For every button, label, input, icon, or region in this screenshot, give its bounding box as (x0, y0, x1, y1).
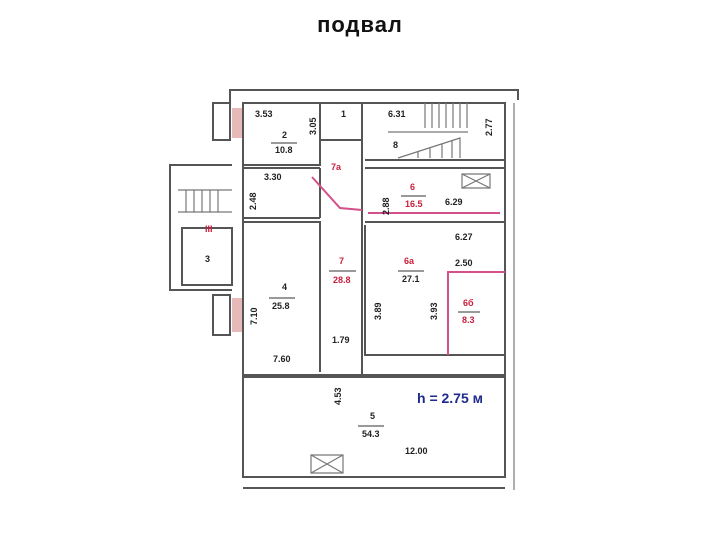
dim: 2.50 (455, 258, 473, 268)
room-4-number: 4 (282, 282, 287, 292)
room-5-number: 5 (370, 411, 375, 421)
room-4-area: 25.8 (272, 301, 290, 311)
room-III-number: III (205, 224, 213, 234)
dim: 1.79 (332, 335, 350, 345)
room-1-number: 1 (341, 109, 346, 119)
dim: 6.31 (388, 109, 406, 119)
room-3-number: 3 (205, 254, 210, 264)
dim: 3.30 (264, 172, 282, 182)
dim: 3.05 (308, 117, 318, 135)
room-6b-number: 6б (463, 298, 474, 308)
dim: 2.48 (248, 192, 258, 210)
dim: 7.60 (273, 354, 291, 364)
dim: 2.88 (381, 197, 391, 215)
room-2-number: 2 (282, 130, 287, 140)
dim: 7.10 (249, 307, 259, 325)
room-6-number: 6 (410, 182, 415, 192)
dim: 2.77 (484, 118, 494, 136)
room-2-area: 10.8 (275, 145, 293, 155)
room-8-number: 8 (393, 140, 398, 150)
dim: 3.53 (255, 109, 273, 119)
dim: 3.93 (429, 302, 439, 320)
ceiling-height-note: h = 2.75 м (417, 390, 483, 406)
dim: 3.89 (373, 302, 383, 320)
dim: 6.29 (445, 197, 463, 207)
floor-title: подвал (317, 12, 403, 37)
dim: 4.53 (333, 387, 343, 405)
room-7a-number: 7а (331, 162, 342, 172)
room-6a-area: 27.1 (402, 274, 420, 284)
room-5-area: 54.3 (362, 429, 380, 439)
room-6a-number: 6а (404, 256, 415, 266)
fraction-lines (269, 142, 480, 427)
room-6-area: 16.5 (405, 199, 423, 209)
dim: 6.27 (455, 232, 473, 242)
room-6b-area: 8.3 (462, 315, 475, 325)
room-7-number: 7 (339, 256, 344, 266)
room-7-area: 28.8 (333, 275, 351, 285)
dim: 12.00 (405, 446, 428, 456)
walls (169, 89, 519, 490)
